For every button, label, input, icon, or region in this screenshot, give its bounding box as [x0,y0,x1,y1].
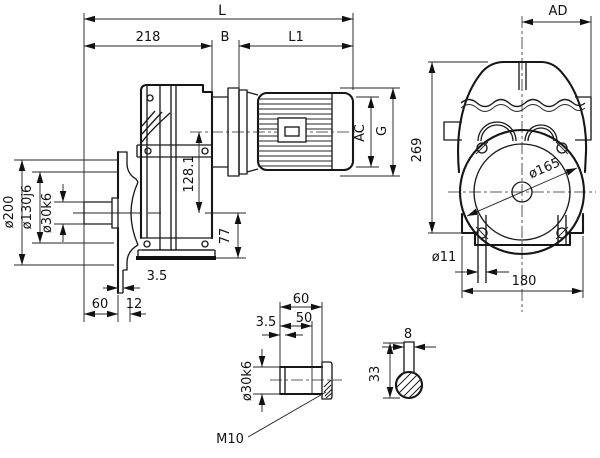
dim-label-8: 8 [404,327,412,342]
dim-label-77: 77 [218,228,233,245]
dim-label-dia200: ø200 [2,196,17,229]
dim-label-218: 218 [136,30,161,45]
section-hatching [396,372,422,398]
dim-label-60-shaft: 60 [293,292,310,307]
dim-label-AC: AC [353,124,368,142]
dim-label-dia30k6-shaft: ø30k6 [240,361,255,401]
dim-dia200: ø200 [2,159,118,266]
dim-AC: AC [353,96,379,168]
dim-label-60-side: 60 [92,297,109,312]
dim-label-length-total: L [218,3,226,19]
dim-label-3-5-side: 3.5 [147,269,168,284]
side-view: L 218 B L1 128.1 77 ø200 ø [2,3,400,322]
dim-label-269: 269 [410,138,425,163]
gear-housing [136,83,216,260]
front-flange [458,128,586,256]
dim-218-B-L1: 218 B L1 [84,30,353,95]
motor-adapter [212,87,259,177]
dim-33-key: 33 [368,342,404,399]
shaft-end-detail: 60 50 3.5 ø30k6 M10 [216,292,342,447]
dim-G: G [340,87,400,177]
motor [256,91,355,172]
dim-3-5-shaft: 3.5 [256,315,303,339]
dim-180: 180 [461,236,584,298]
dim-label-dia165: ø165 [527,155,563,182]
front-view: AD 269 ø165 ø11 180 [410,4,596,312]
dim-L: L [83,3,354,322]
dim-label-AD: AD [549,4,568,19]
dim-label-128-1: 128.1 [182,155,197,192]
dim-AD: AD [522,4,592,97]
dim-label-dia30k6-side: ø30k6 [40,193,55,233]
dim-60-12: 60 12 [84,295,146,322]
keyway-slot [403,341,415,372]
dim-dia30k6-shaft: ø30k6 [240,349,280,412]
thread-label-M10: M10 [216,432,244,447]
dim-128-1: 128.1 [182,132,203,213]
thread-callout: M10 [216,391,327,447]
dim-3-5-side: 3.5 [103,269,168,292]
dim-label-33: 33 [368,366,383,383]
dim-label-12: 12 [126,297,143,312]
flange-screws [475,141,569,240]
front-centerlines [448,16,596,312]
shaft-detail-body [278,361,333,400]
dim-label-dia130j6: ø130j6 [20,185,35,230]
dim-label-G: G [375,126,390,136]
dim-label-50-shaft: 50 [296,311,313,326]
key-cross-section: 8 33 [368,327,436,400]
side-centerlines [73,131,362,214]
dim-77: 77 [205,212,246,259]
dim-50-shaft: 50 [280,311,313,367]
output-flange [116,150,139,295]
dim-label-180: 180 [512,274,537,289]
front-feet [460,212,585,283]
dim-dia11: ø11 [432,250,509,276]
dim-label-dia11: ø11 [432,250,457,265]
dim-label-B: B [221,30,230,45]
dim-60-shaft: 60 [279,292,323,367]
dim-dia130j6: ø130j6 [20,171,118,244]
dim-label-3-5-shaft: 3.5 [256,315,277,330]
dim-label-L1: L1 [288,30,304,45]
front-housing [443,60,592,174]
dim-dia30k6-side: ø30k6 [40,184,84,242]
dim-269: 269 [410,61,488,234]
